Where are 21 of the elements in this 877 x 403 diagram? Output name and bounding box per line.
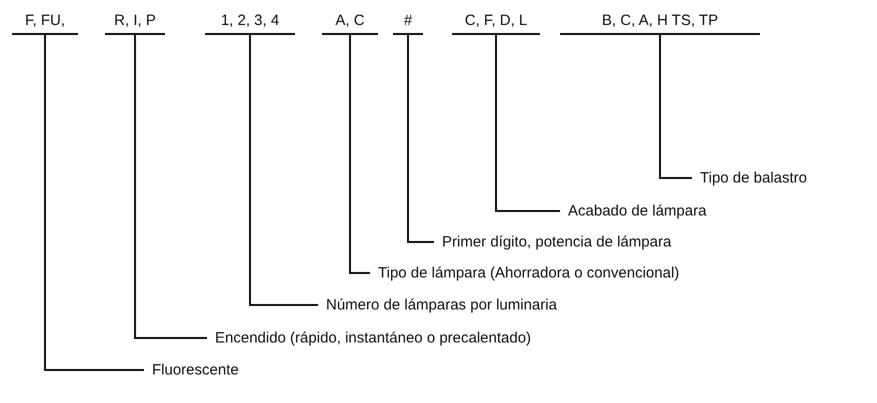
code-label: A, C: [322, 12, 378, 35]
leader-line: [249, 35, 318, 306]
description-label: Tipo de balastro: [700, 170, 808, 186]
code-label: F, FU,: [12, 12, 78, 35]
code-label: C, F, D, L: [452, 12, 540, 35]
code-label: R, I, P: [105, 12, 165, 35]
description-label: Tipo de lámpara (Ahorradora o convencional): [378, 264, 680, 282]
leader-line: [659, 35, 692, 179]
description-label: Fluorescente: [152, 362, 239, 378]
description-label: Número de lámparas por luminaria: [326, 296, 557, 314]
leader-line: [495, 35, 560, 212]
code-label: #: [393, 12, 423, 35]
description-label: Encendido (rápido, instantáneo o precalentado): [215, 330, 532, 346]
leader-line: [349, 35, 370, 274]
leader-line: [44, 35, 144, 371]
code-label: 1, 2, 3, 4: [205, 12, 295, 35]
code-label: B, C, A, H TS, TP: [560, 12, 760, 35]
description-label: Acabado de lámpara: [568, 202, 706, 220]
description-label: Primer dígito, potencia de lámpara: [442, 234, 672, 250]
leader-line: [134, 35, 207, 339]
leader-line: [407, 35, 434, 243]
